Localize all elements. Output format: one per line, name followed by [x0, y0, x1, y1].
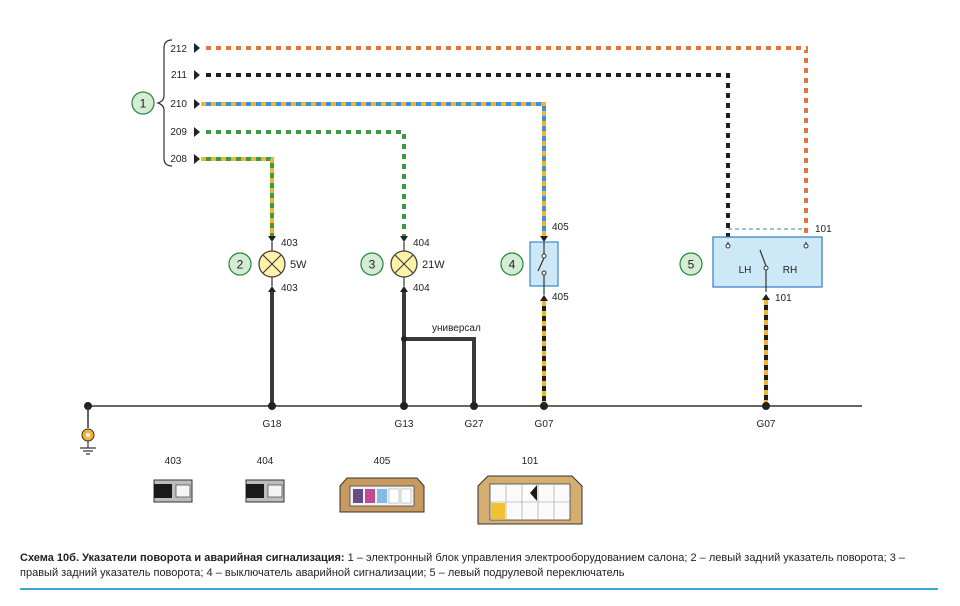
wire-universal: [404, 337, 476, 406]
component-5-badge: 5: [679, 252, 703, 276]
lamp-2-pin-bottom: [268, 286, 276, 292]
lamp-3-pin-bottom-label: 404: [413, 283, 430, 294]
wire-209-pin: [194, 127, 200, 137]
wire-209: [201, 130, 406, 236]
ground-label-g07-a: G07: [535, 419, 554, 430]
lamp-3-pin-top: [400, 236, 408, 242]
lamp-3-pin-bottom: [400, 286, 408, 292]
connector-404-label: 404: [257, 456, 274, 467]
ground-label-g07-b: G07: [757, 419, 776, 430]
lamp-2-pin-top: [268, 236, 276, 242]
lamp-2: [258, 236, 286, 292]
ground-symbol: [80, 406, 96, 455]
block-1-bracket: [156, 39, 173, 167]
caption-title: Схема 10б. Указатели поворота и аварийна…: [20, 552, 345, 564]
switch-4-pin-bottom: [540, 295, 548, 301]
junction-g27: [470, 402, 478, 410]
wire-212-label: 212: [170, 44, 187, 55]
connector-101-icon: [477, 475, 583, 525]
universal-label: универсал: [432, 323, 481, 334]
svg-text:3: 3: [369, 258, 376, 272]
junction-g07-a: [540, 402, 548, 410]
switch-5-label-right: RH: [783, 265, 797, 276]
caption-text: 1 – электронный блок управления электроо…: [20, 552, 905, 579]
svg-text:5: 5: [688, 258, 695, 272]
component-4-badge: 4: [500, 252, 524, 276]
wire-209-label: 209: [170, 127, 187, 138]
wiring-diagram: 212 211 210 209 208: [80, 39, 862, 525]
switch-4-pin-top: [540, 236, 548, 242]
connector-405-label: 405: [374, 456, 391, 467]
svg-text:2: 2: [237, 258, 244, 272]
connector-405-icon: [339, 477, 425, 513]
switch-4-pin-top-label: 405: [552, 222, 569, 233]
wire-208-pin: [194, 154, 200, 164]
lamp-2-pin-bottom-label: 403: [281, 283, 298, 294]
wire-211-label: 211: [171, 70, 187, 81]
wire-208-stripe: [201, 157, 274, 236]
wire-211-stripe: [201, 73, 730, 242]
wire-212: [201, 46, 808, 242]
lamp-3-rating: 21W: [422, 259, 445, 271]
column-switch-5: [712, 228, 823, 300]
connector-101-label: 101: [522, 456, 539, 467]
switch-5-pin-bottom: [762, 294, 770, 300]
ground-label-g13: G13: [395, 419, 414, 430]
wire-209-stripe: [201, 130, 406, 236]
svg-text:1: 1: [140, 97, 147, 111]
wire-212-pin: [194, 43, 200, 53]
connector-403-label: 403: [165, 456, 182, 467]
figure-caption: Схема 10б. Указатели поворота и аварийна…: [20, 551, 940, 581]
svg-text:4: 4: [509, 258, 516, 272]
wire-210-pin: [194, 99, 200, 109]
caption-rule: [20, 588, 938, 590]
junction-g18: [268, 402, 276, 410]
hazard-switch-4: [529, 236, 559, 301]
junction-universal: [401, 336, 407, 342]
wire-210: [201, 102, 546, 236]
wire-211: [201, 73, 730, 242]
connector-403-icon: [153, 479, 193, 503]
component-1-badge: 1: [131, 91, 155, 115]
wire-210-stripe: [201, 102, 546, 236]
component-3-badge: 3: [360, 252, 384, 276]
wire-211-pin: [194, 70, 200, 80]
switch-5-label-left: LH: [739, 265, 752, 276]
lamp-2-pin-top-label: 403: [281, 238, 298, 249]
switch-5-pin-top-label: 101: [815, 224, 832, 235]
lamp-3-pin-top-label: 404: [413, 238, 430, 249]
switch-4-pin-bottom-label: 405: [552, 292, 569, 303]
ground-label-g18: G18: [263, 419, 282, 430]
junction-g07-b: [762, 402, 770, 410]
junction-g13: [400, 402, 408, 410]
lamp-3: [390, 236, 418, 292]
lamp-2-rating: 5W: [290, 259, 307, 271]
wire-208: [201, 157, 274, 236]
ground-label-g27: G27: [465, 419, 484, 430]
wire-212-stripe: [201, 46, 808, 242]
component-2-badge: 2: [228, 252, 252, 276]
wire-210-label: 210: [170, 99, 187, 110]
connector-404-icon: [245, 479, 285, 503]
wire-208-label: 208: [170, 154, 187, 165]
switch-5-pin-bottom-label: 101: [775, 293, 792, 304]
